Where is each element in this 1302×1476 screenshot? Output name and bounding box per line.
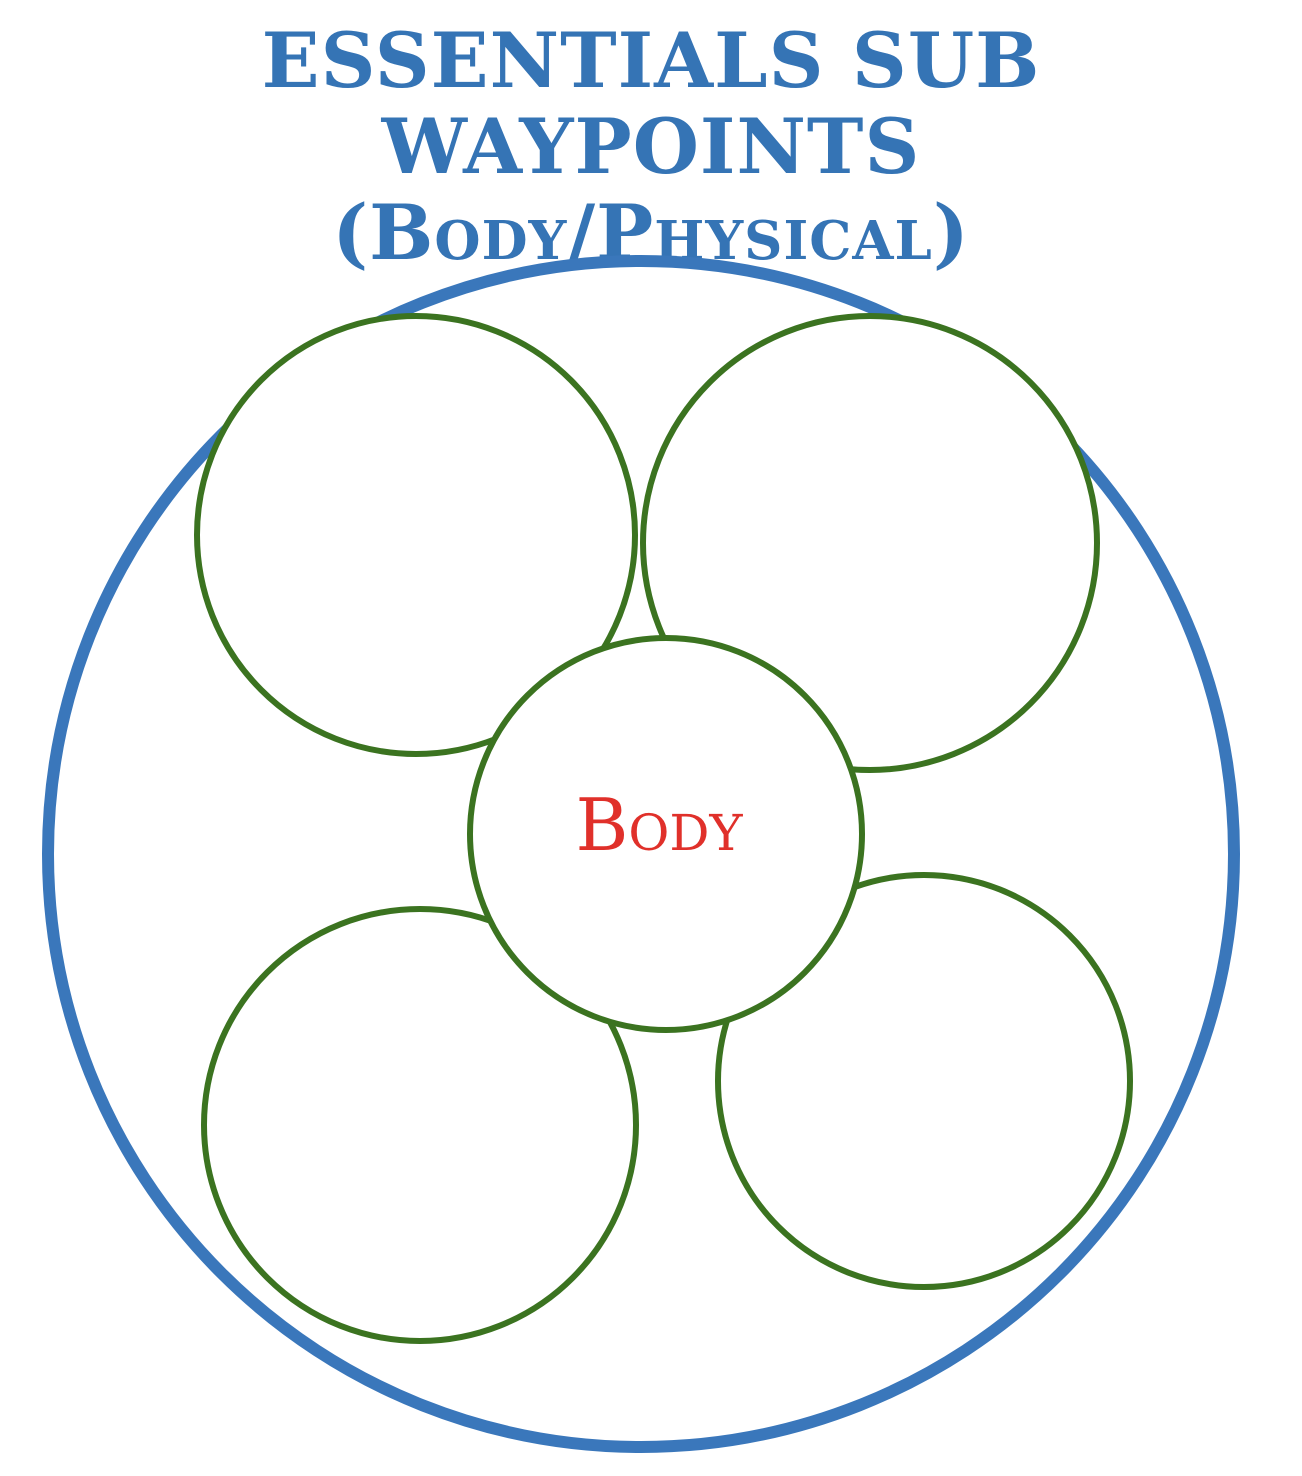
sub-ring-top-right	[640, 313, 1100, 773]
sub-ring-top-left	[194, 313, 638, 757]
sub-ring-bottom-left	[201, 906, 639, 1344]
outer-ring	[42, 255, 1240, 1453]
center-ring	[467, 635, 865, 1033]
title-line-1: ESSENTIALS SUB WAYPOINTS	[261, 16, 1041, 191]
sub-ring-bottom-right	[715, 872, 1133, 1290]
diagram-title: ESSENTIALS SUB WAYPOINTS (Body/Physical)	[0, 18, 1302, 276]
center-label: Body	[576, 783, 744, 867]
